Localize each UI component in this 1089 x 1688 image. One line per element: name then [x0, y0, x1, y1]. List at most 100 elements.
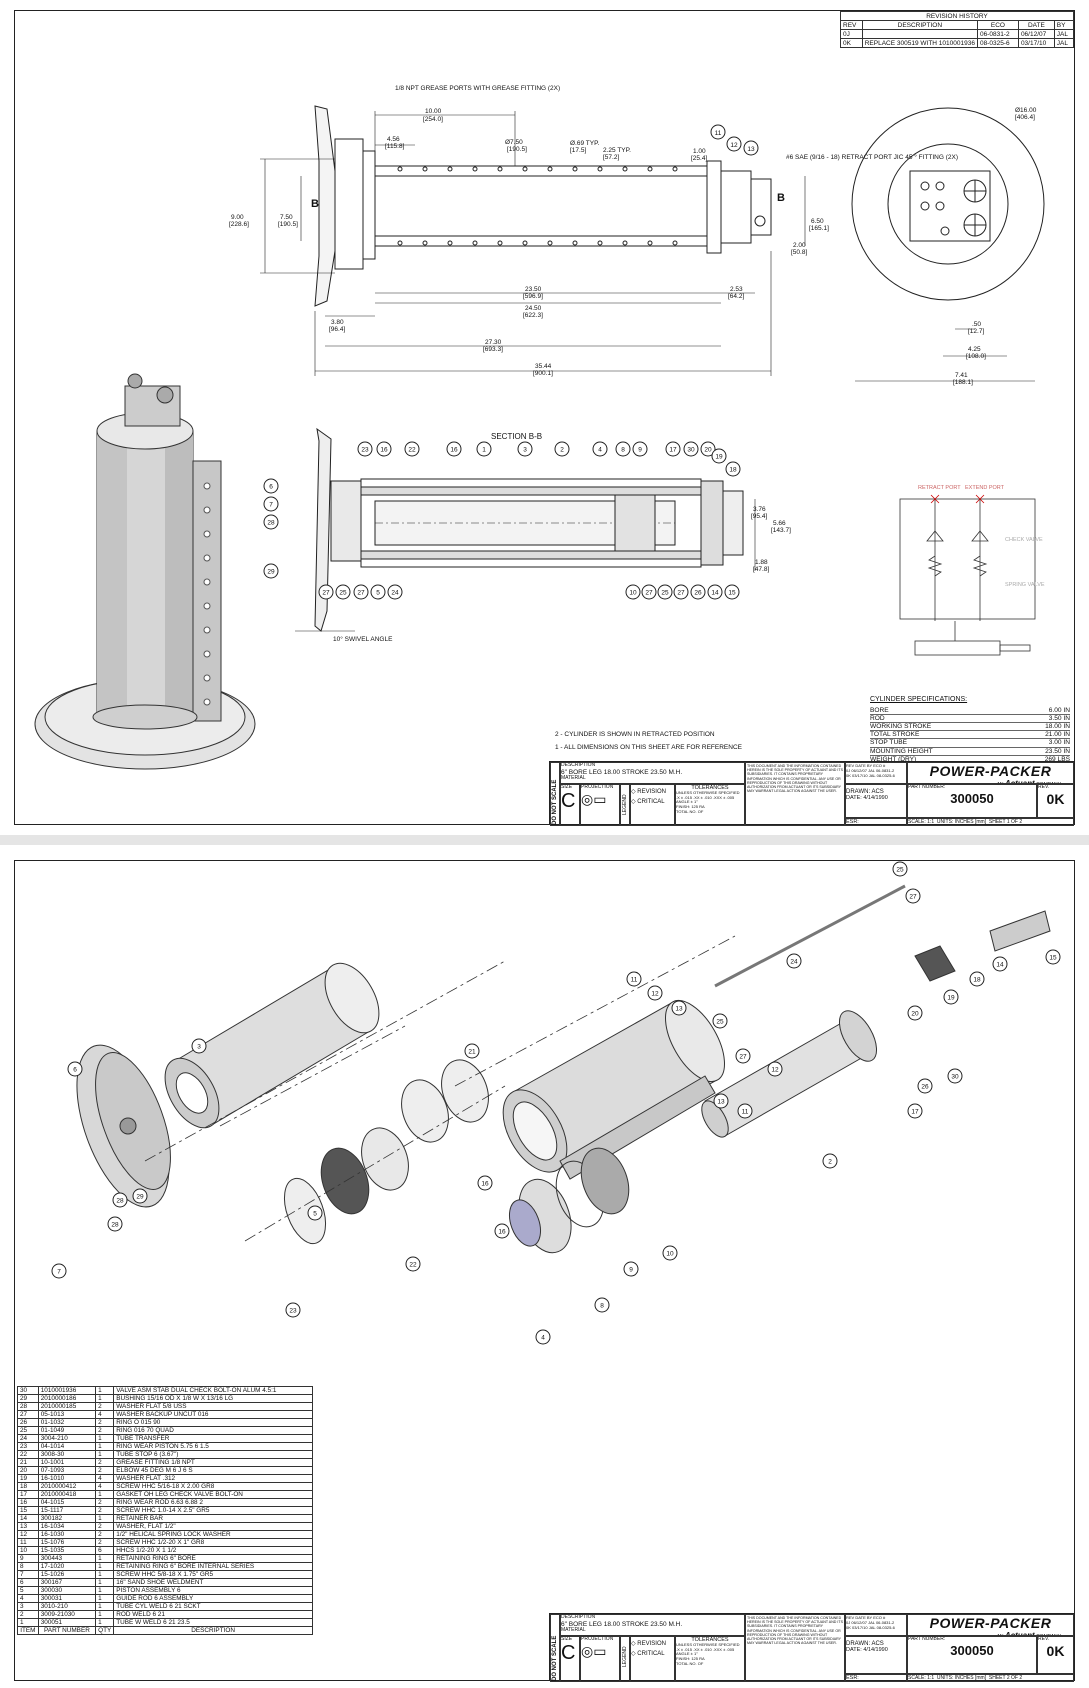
bom-cell: 1 — [95, 1490, 115, 1499]
bom-cell: 16-1030 — [37, 1530, 97, 1539]
dim-text: 23.50 — [525, 286, 542, 293]
balloon-label: 14 — [996, 962, 1004, 969]
balloon — [387, 584, 403, 600]
bom-cell: TUBE STOP 6 (3.67") — [113, 1450, 313, 1459]
section-mark: B — [311, 198, 319, 210]
spec-value: 269 LBS — [1044, 755, 1070, 763]
title-block-cell: ◇ REVISION◇ CRITICAL — [630, 784, 675, 826]
bom-cell: TUBE W WELD 6 21 23.5 — [113, 1618, 313, 1627]
balloon-label: 2 — [828, 1159, 832, 1166]
bom-cell: TUBE TRANSFER — [113, 1434, 313, 1443]
rev-header: REV — [846, 1615, 855, 1620]
balloon — [647, 985, 663, 1001]
title-block-cell: SCALE: 1:1 UNITS: INCHES [mm] SHEET 2 OF… — [907, 1674, 1074, 1682]
bom-cell: 2 — [95, 1458, 115, 1467]
bom-cell: 300167 — [37, 1578, 97, 1587]
bom-cell: SCREW HHC 1.0-14 X 2.5" GR5 — [113, 1506, 313, 1515]
balloon-label: 3 — [197, 1044, 201, 1051]
bom-cell: 07-1093 — [37, 1466, 97, 1475]
bom-cell: 1 — [95, 1562, 115, 1571]
bom-cell: 1 — [95, 1594, 115, 1603]
spec-value: 3.00 IN — [1048, 739, 1070, 747]
grease-hole-mark — [522, 240, 528, 246]
dim-text: [406.4] — [1015, 114, 1035, 121]
bom-cell: HHCS 1/2-20 X 1 1/2 — [113, 1546, 313, 1555]
bom-cell: 12 — [17, 1530, 39, 1539]
dim-text: 24.50 — [525, 305, 542, 312]
balloon — [132, 1188, 148, 1204]
balloon-label: 27 — [739, 1054, 747, 1061]
dim-text: [47.8] — [753, 566, 769, 573]
page-separator — [0, 835, 1089, 845]
bom-cell: 1 — [95, 1570, 115, 1579]
balloon-label: 13 — [747, 146, 755, 153]
balloon-label: 4 — [541, 1335, 545, 1342]
balloon-label: 9 — [629, 1267, 633, 1274]
balloon-label: 28 — [116, 1198, 124, 1205]
rev-cell: JAL — [868, 1620, 875, 1625]
grease-hole-mark — [472, 166, 478, 172]
balloon — [657, 584, 673, 600]
grease-hole-mark — [397, 240, 403, 246]
dim-text: 2.25 TYP. — [603, 147, 631, 154]
exploded-balloons: 2527241514181920111213252712131121362630… — [51, 861, 1061, 1345]
balloon — [786, 953, 802, 969]
retract-port-callout: #6 SAE (9/16 - 18) RETRACT PORT JIC 45 °… — [786, 153, 958, 161]
balloon-label: 24 — [790, 959, 798, 966]
dim-text: [165.1] — [809, 225, 829, 232]
balloon-label: 13 — [675, 1006, 683, 1013]
tolerances-label: TOLERANCES — [691, 1637, 729, 1643]
balloon — [191, 1038, 207, 1054]
dim-text: [188.1] — [953, 379, 973, 386]
bom-cell: 15-1026 — [37, 1570, 97, 1579]
balloon-label: 28 — [111, 1222, 119, 1229]
rev-cell: 08-0325-6 — [976, 38, 1019, 48]
title-block-cell: LEGEND — [620, 784, 630, 826]
rev-cell: JAL — [868, 768, 875, 773]
balloon-label: 16 — [481, 1181, 489, 1188]
dim-text: [143.7] — [771, 527, 791, 534]
exploded-view: 2527241514181920111213252712131121362630… — [51, 861, 1061, 1345]
sub-brand-pre: AN — [997, 1634, 1004, 1635]
dim-text: [622.3] — [523, 312, 543, 319]
spec-value: 18.00 IN — [1045, 723, 1070, 731]
bom-cell: 15-1035 — [37, 1546, 97, 1555]
balloon — [263, 563, 279, 579]
grease-hole-mark — [472, 240, 478, 246]
bom-cell: 28 — [17, 1402, 39, 1411]
balloon-label: 10 — [666, 1251, 674, 1258]
title-block-cell: PROJECTION◎▭ — [580, 1636, 620, 1682]
rev-header: DATE — [855, 763, 866, 768]
balloon-label: 11 — [742, 1109, 749, 1116]
balloon — [263, 478, 279, 494]
finish-label: FINISH: 125 RA — [676, 1655, 705, 1661]
bom-cell: 1 — [17, 1618, 39, 1627]
grease-hole-mark — [397, 166, 403, 172]
units-label: UNITS: INCHES [mm] — [936, 819, 987, 825]
balloon-label: 27 — [322, 590, 330, 597]
bom-cell: WASHER BACKUP UNCUT 016 — [113, 1410, 313, 1419]
balloon-label: 18 — [973, 977, 981, 984]
bom-cell: 16-1010 — [37, 1474, 97, 1483]
dim-text: [96.4] — [329, 326, 345, 333]
balloon — [517, 441, 533, 457]
bom-header-cell: ITEM — [17, 1626, 39, 1635]
channel-hole — [203, 578, 211, 586]
grease-hole-mark — [447, 240, 453, 246]
spec-value: 6.00 IN — [1048, 707, 1070, 715]
balloon — [690, 584, 706, 600]
channel-hole — [203, 626, 211, 634]
dim-text: 3.76 — [753, 506, 766, 513]
title-block-cell: POWER-PACKERAN Actuant COMPANY — [907, 762, 1074, 784]
bom-cell: 3 — [17, 1602, 39, 1611]
rev-cell: JAL — [868, 773, 876, 778]
